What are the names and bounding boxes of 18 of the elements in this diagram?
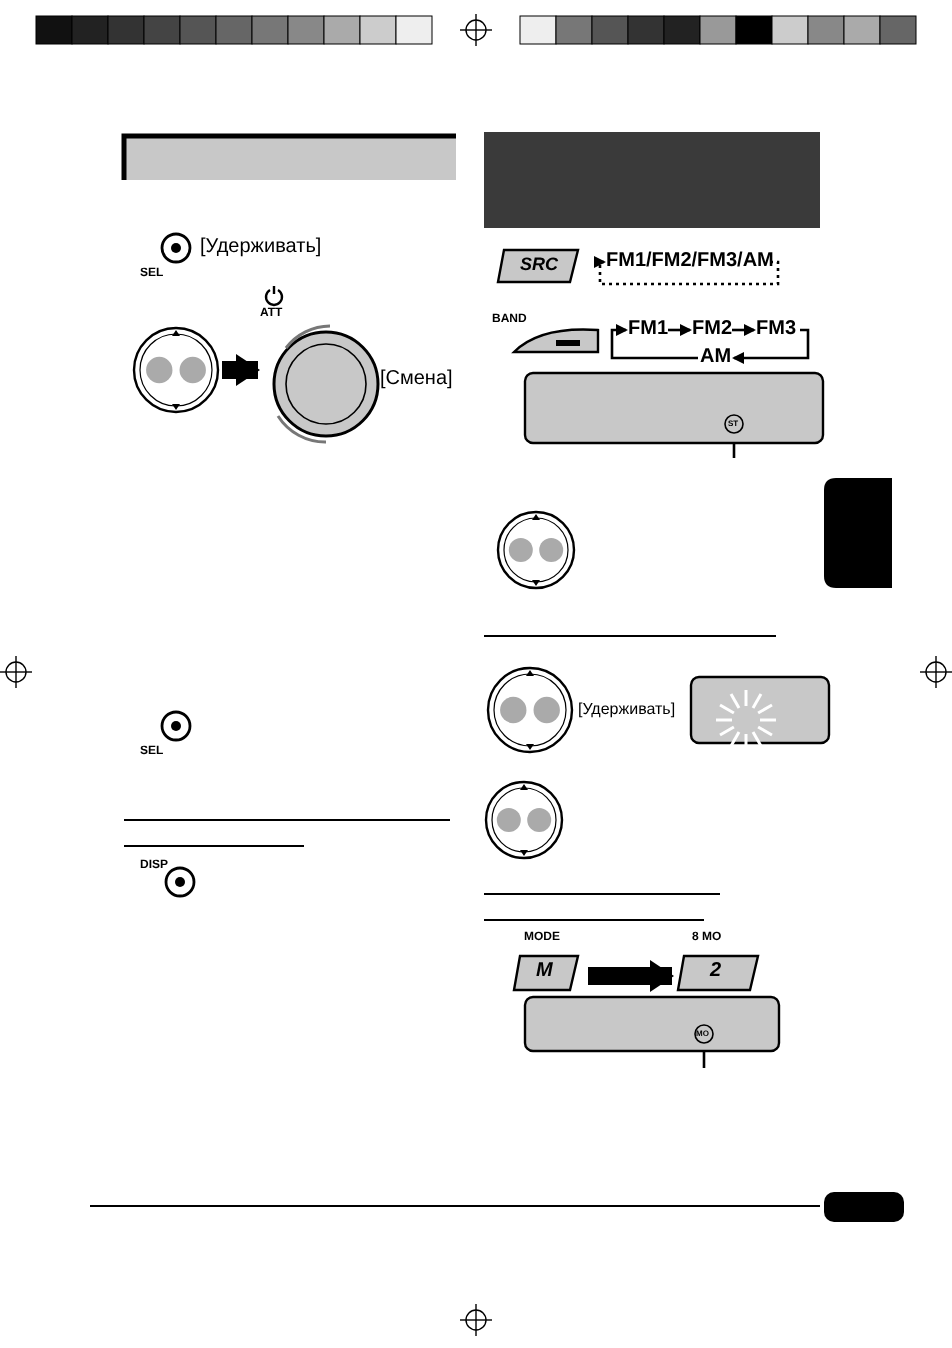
band-label: FM2 [692, 320, 732, 340]
arrow [732, 324, 756, 336]
block-arrow [222, 354, 260, 386]
arrow [732, 328, 810, 364]
change-instruction: [Смена] [380, 370, 453, 390]
key-label: 2 [710, 962, 722, 982]
band-label: FM1 [628, 320, 668, 340]
hold-instruction: [Удерживать] [578, 702, 676, 718]
band-sequence-text: FM1/FM2/FM3/AM [606, 252, 774, 272]
arrow [610, 324, 698, 360]
key-label: M [536, 962, 553, 982]
band-label: FM3 [756, 320, 796, 340]
block-arrow [588, 960, 674, 992]
band-label: AM [700, 348, 732, 368]
key-label: SRC [520, 256, 559, 274]
hold-instruction: [Удерживать] [200, 238, 322, 258]
arrow [668, 324, 692, 336]
arrow [594, 256, 780, 286]
